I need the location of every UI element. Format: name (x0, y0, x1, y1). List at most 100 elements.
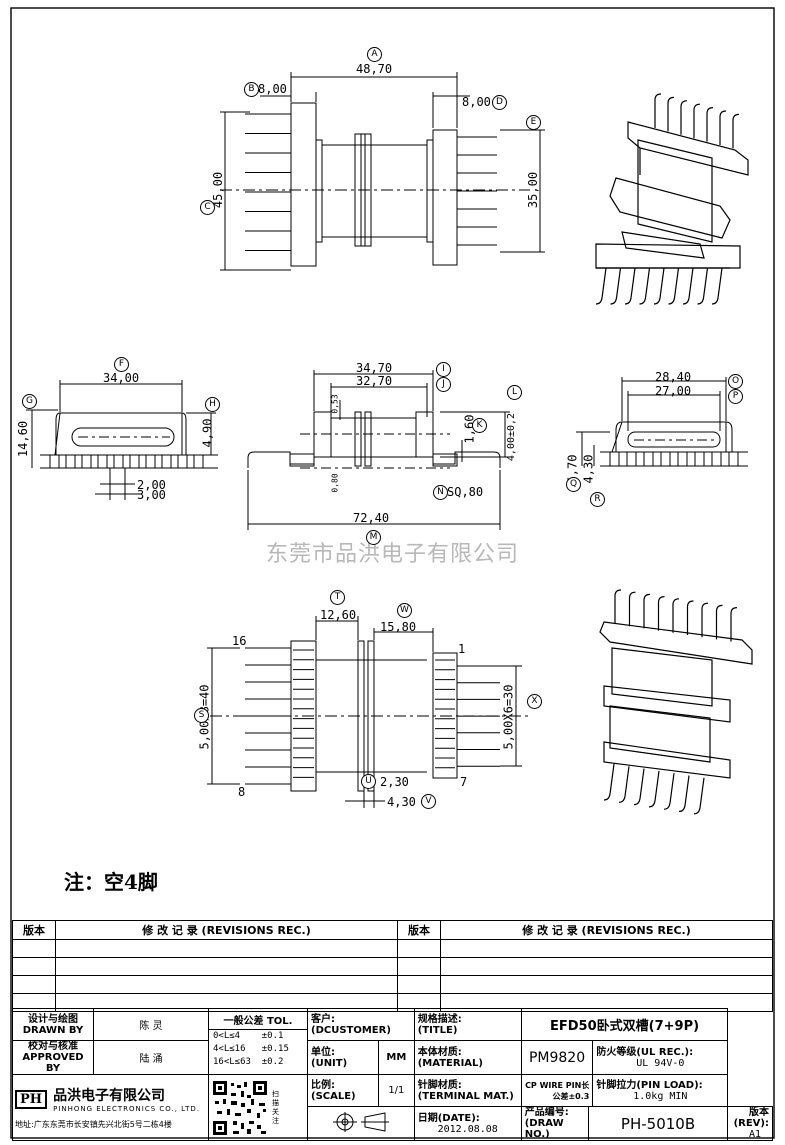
dim-front-small: 0,53 (330, 394, 340, 414)
pin-slot (65, 454, 76, 469)
fire-rating-cell: 防火等级(UL REC.): UL 94V-0 (592, 1040, 729, 1075)
marker-s: S (194, 708, 209, 723)
draw-no-label-cell: 产品编号: (DRAW NO.) (520, 1106, 589, 1141)
unit-label-cell: 单位: (UNIT) (307, 1040, 379, 1075)
pin-slot (609, 451, 620, 467)
dim-front-total: 72,40 (353, 511, 390, 525)
approved-by-name: 陆 涌 (93, 1040, 209, 1075)
pin-slot (161, 454, 172, 469)
marker-e: E (526, 115, 541, 130)
pin (603, 763, 615, 801)
dim-front-w2: 32,70 (356, 374, 393, 388)
side-view-left (26, 380, 218, 500)
marker-m: M (366, 530, 381, 545)
company-cell: PH 品洪电子有限公司 PINHONG ELECTRONICS CO., LTD… (12, 1074, 209, 1141)
revisions-table: 版本 修 改 记 录 (REVISIONS REC.) 版本 修 改 记 录 (… (12, 920, 773, 1012)
top-view (220, 72, 545, 271)
company-address: 地址:广东东莞市长安镇先兴北街5号二栋4楼 (15, 1120, 172, 1129)
marker-h: H (205, 397, 220, 412)
pin-slot (728, 451, 739, 467)
dim-side-pin-2: 3,00 (137, 488, 166, 502)
pin-slot (49, 454, 60, 469)
pin-slot (177, 454, 188, 469)
fire-rating-value: UL 94V-0 (636, 1057, 685, 1069)
title-label-cell: 规格描述: (TITLE) (413, 1008, 522, 1041)
side-view-right (576, 377, 748, 467)
terminal-value: CP WIRE PIN长公差±0.3 (520, 1074, 594, 1107)
marker-b: B (244, 82, 259, 97)
rev-col-version-2: 版本 (397, 920, 441, 940)
material-value: PM9820 (520, 1040, 594, 1075)
pin-slot (193, 454, 204, 469)
pin (648, 770, 660, 808)
pin-slot (626, 451, 637, 467)
rev-cell: 版本(REV): A1 (727, 1106, 773, 1141)
pin (654, 93, 662, 128)
pin (730, 607, 738, 642)
pin (711, 267, 723, 305)
third-angle-projection-icon (332, 1112, 389, 1132)
pin (618, 766, 630, 803)
pin (719, 110, 727, 145)
scale-value: 1/1 (378, 1074, 415, 1107)
pin (633, 768, 645, 806)
qr-cell: 扫描关注 (208, 1074, 308, 1141)
company-logo: PH (15, 1089, 48, 1109)
rev-col-version: 版本 (12, 920, 56, 940)
dim-front-pin: 0,80 (330, 473, 340, 493)
tolerance-box: 一般公差 TOL. 0<L≤4 ±0.1 4<L≤16 ±0.15 16<L≤6… (208, 1008, 308, 1075)
dim-bot-s1: 2,30 (380, 775, 409, 789)
marker-d: D (492, 95, 507, 110)
tol-row-2: 4<L≤16 ±0.15 (213, 1044, 289, 1054)
rev-row (12, 957, 773, 976)
date-value: 2012.08.08 (437, 1123, 498, 1135)
company-name: 品洪电子有限公司 (53, 1088, 166, 1104)
pin-slot (81, 454, 92, 469)
marker-u: U (361, 774, 376, 789)
marker-f: F (114, 357, 129, 372)
marker-r: R (590, 492, 605, 507)
pin (682, 267, 694, 305)
pin (715, 604, 723, 640)
pin (732, 113, 740, 149)
marker-l: L (507, 385, 522, 400)
isometric-view-top (595, 93, 749, 305)
dim-side-height: 14,60 (16, 420, 31, 458)
drawn-by-label: 设计与绘图 DRAWN BY (12, 1008, 94, 1041)
dim-bot-w1: 12,60 (320, 608, 357, 622)
company-name-en: PINHONG ELECTRONICS CO., LTD. (53, 1105, 200, 1113)
pin (653, 267, 665, 305)
pin (643, 593, 651, 629)
pin (595, 267, 607, 305)
dim-side-pin-1: 2,00 (137, 478, 166, 492)
qr-caption: 扫描关注 (272, 1089, 279, 1125)
tol-row-1: 0<L≤4 ±0.1 (213, 1031, 284, 1041)
pin-number-8: 8 (238, 785, 246, 799)
pin-slot (97, 454, 108, 469)
dim-top-width: 48,70 (356, 62, 393, 76)
marker-o: O (728, 374, 743, 389)
date-cell: 日期(DATE): 2012.08.08 (413, 1106, 522, 1141)
dim-top-right: 8,00 (462, 95, 491, 109)
dim-top-left: 8,00 (258, 82, 287, 96)
pin (693, 777, 705, 815)
pin (678, 775, 690, 813)
marker-i: I (436, 362, 451, 377)
marker-v: V (421, 794, 436, 809)
pin (680, 100, 688, 135)
pin (686, 600, 694, 635)
title-value: EFD50卧式双槽(7+9P) (520, 1008, 729, 1041)
drawn-by-name: 陈 灵 (93, 1008, 209, 1041)
pin-slot (643, 451, 654, 467)
qr-code-icon (211, 1078, 269, 1137)
projection-symbol-cell (307, 1106, 415, 1141)
dim-right-h2: 4,30 (581, 454, 596, 484)
pin (693, 103, 701, 139)
unit-value: MM (378, 1040, 415, 1075)
pin-number-1: 1 (458, 642, 466, 656)
pin (706, 107, 714, 142)
dim-front-w1: 34,70 (356, 361, 393, 375)
marker-g: G (22, 394, 37, 409)
marker-w: W (397, 603, 412, 618)
